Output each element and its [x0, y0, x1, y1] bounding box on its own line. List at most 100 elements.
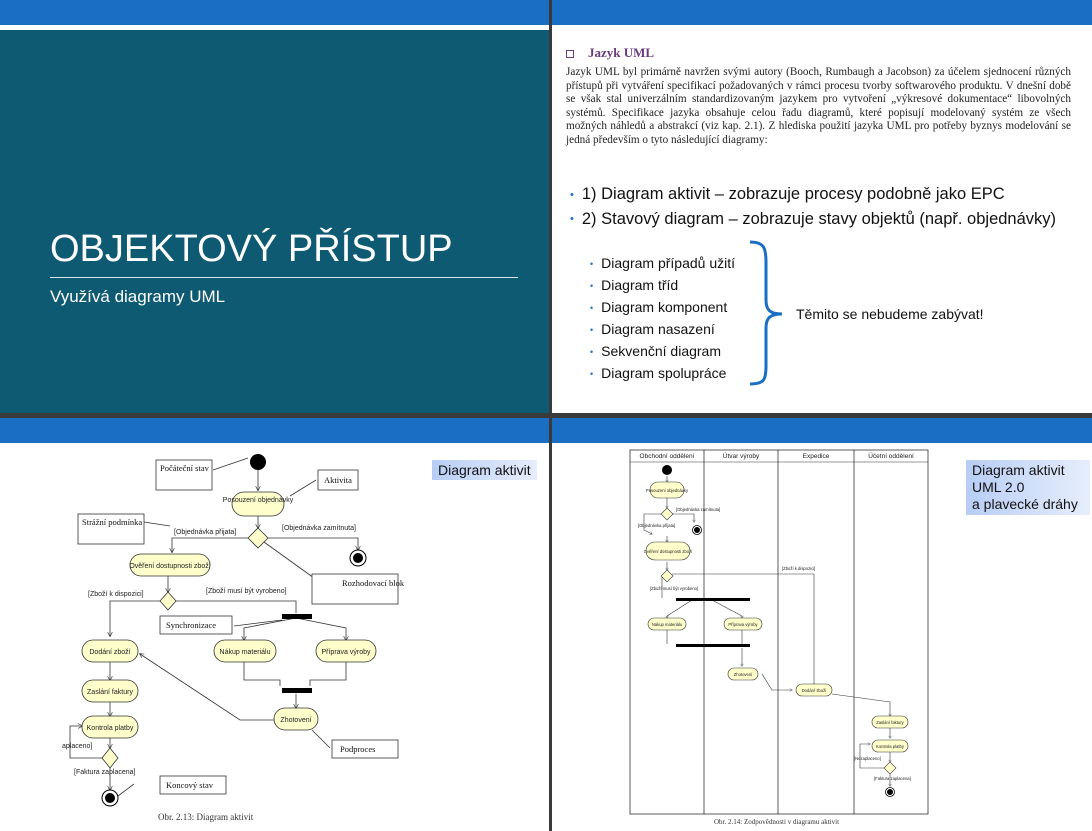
callout-decision: [311, 573, 399, 605]
decision-payment: [883, 761, 897, 775]
guard-label: [Faktura zaplacena]: [74, 769, 136, 776]
node-label: Zaslání faktury: [87, 689, 133, 696]
list-item: • 1) Diagram aktivit – zobrazuje procesy …: [570, 182, 1056, 207]
list-item-text: Diagram spolupráce: [601, 365, 727, 381]
main-diagram-list: • 1) Diagram aktivit – zobrazuje procesy …: [570, 182, 1056, 231]
node-kontrola: [871, 739, 909, 753]
node-label: Kontrola platby: [87, 725, 134, 732]
bullet-icon: •: [590, 324, 594, 335]
checkbox-bullet-icon: [566, 50, 574, 59]
node-label: Dodání zboží: [89, 649, 130, 656]
node-label: Ověření dostupnosti zboží: [644, 549, 693, 554]
swimlane-diagram: Obchodní oddělení Útvar výroby Expedice …: [629, 449, 929, 815]
guard-label: [Objednávka zamítnuta]: [676, 507, 720, 512]
node-label: Kontrola platby: [876, 744, 905, 749]
curly-brace-icon: [749, 240, 783, 386]
list-item-text: 1) Diagram aktivit – zobrazuje procesy p…: [581, 185, 1005, 203]
decision-payment: [101, 747, 119, 769]
node-zaslani: [81, 679, 139, 703]
fork-bar: [282, 614, 312, 619]
activity-diagram-slide: Diagram aktivit: [0, 418, 549, 831]
callout-subprocess: [331, 739, 399, 759]
node-label: Zaslání faktury: [876, 720, 904, 725]
callout-label: Aktivita: [324, 475, 352, 485]
node-posouzeni: [231, 491, 285, 517]
join-bar: [676, 644, 750, 647]
node-nakup: [647, 617, 687, 631]
start-node: [662, 465, 672, 475]
intro-paragraph: Jazyk UML byl primárně navržen svými aut…: [566, 66, 1071, 146]
slide-subtitle: Využívá diagramy UML: [50, 287, 226, 306]
guard-label: [Nezaplaceno]: [854, 756, 881, 761]
slide-title: OBJEKTOVÝ PŘÍSTUP: [50, 228, 453, 270]
guard-label: [Zboží k dispozici]: [88, 591, 144, 598]
title-background: [0, 30, 549, 413]
node-overeni: [645, 541, 691, 561]
start-node: [250, 454, 266, 470]
node-overeni: [129, 553, 211, 577]
callout-start: [155, 459, 213, 491]
title-divider: [50, 277, 518, 278]
diagram-tag: Diagram aktivit UML 2.0 a plavecké dráhy: [966, 460, 1090, 515]
list-item-text: 2) Stavový diagram – zobrazuje stavy obj…: [581, 209, 1057, 228]
slide-top-bar: [0, 418, 549, 443]
node-dodani: [81, 639, 139, 663]
node-label: Zhotovení: [734, 672, 753, 677]
node-label: Příprava výroby: [321, 649, 371, 656]
section-heading: Jazyk UML: [566, 45, 654, 61]
node-priprava: [315, 639, 377, 663]
node-zaslani: [871, 715, 909, 729]
node-label: Příprava výroby: [728, 622, 758, 627]
bullet-icon: •: [590, 368, 594, 379]
node-zhotoveni: [727, 667, 759, 681]
callout-label: Rozhodovací blok: [342, 578, 405, 588]
node-label: Zhotovení: [280, 717, 311, 724]
tag-line: UML 2.0: [972, 479, 1025, 495]
list-item: • Diagram nasazení: [590, 319, 735, 341]
guard-label: aplaceno]: [62, 743, 92, 750]
list-item: •2) Stavový diagram – zobrazuje stavy ob…: [570, 207, 1056, 232]
callout-end: [159, 775, 227, 795]
decision-stock: [159, 591, 177, 611]
callout-sync: [159, 615, 233, 635]
swimlane-diagram-slide: Diagram aktivit UML 2.0 a plavecké dráhy…: [552, 418, 1092, 831]
heading-text: Jazyk UML: [588, 45, 655, 60]
bullet-icon: •: [590, 346, 594, 357]
lane-header: Obchodní oddělení: [640, 453, 695, 460]
node-dodani: [795, 683, 833, 697]
diagram-tag: Diagram aktivit: [432, 460, 537, 480]
node-kontrola: [81, 715, 139, 739]
other-diagram-list: •Diagram případů užití •Diagram tříd •Di…: [590, 253, 735, 385]
slide-top-bar: [0, 0, 549, 25]
bullet-icon: •: [590, 258, 594, 269]
node-label: Posouzení objednávky: [646, 488, 689, 493]
slide-top-bar: [552, 0, 1092, 25]
fork-bar: [676, 598, 750, 601]
list-item: •Sekvenční diagram: [590, 341, 735, 363]
list-item-text: Diagram komponent: [601, 299, 728, 315]
guard-label: [Faktura zaplacena]: [874, 776, 911, 781]
activity-diagram: Posouzení objednávky Ověření dostupnosti…: [62, 454, 405, 807]
bullet-icon: •: [570, 188, 574, 201]
list-item-text: Diagram nasazení: [601, 321, 715, 337]
decision-order: [660, 507, 674, 521]
excluded-note: Těmito se nebudeme zabývat!: [796, 306, 984, 322]
guard-label: [Objednávka přijata]: [174, 529, 236, 536]
guard-label: [Zboží musí být vyrobeno]: [206, 588, 287, 595]
uml-text-slide: Jazyk UML Jazyk UML byl primárně navržen…: [552, 0, 1092, 413]
swimlane-frame: [629, 449, 929, 815]
decision-stock: [660, 569, 674, 583]
join-bar: [282, 688, 312, 693]
list-item: •Diagram případů užití: [590, 253, 735, 275]
callout-guard: [77, 513, 145, 545]
node-posouzeni: [649, 481, 685, 499]
guard-label: [Objednávka zamítnuta]: [282, 525, 356, 532]
list-item-text: Diagram tříd: [601, 277, 679, 293]
callout-label: Počáteční stav: [160, 463, 210, 473]
node-label: Nákup materiálu: [220, 649, 271, 656]
list-item: •Diagram komponent: [590, 297, 735, 319]
guard-label: [Objednávka přijata]: [638, 523, 675, 528]
slide-top-bar: [552, 418, 1092, 443]
guard-label: [Zboží k dispozici]: [782, 566, 815, 571]
tag-line: a plavecké dráhy: [972, 496, 1078, 512]
